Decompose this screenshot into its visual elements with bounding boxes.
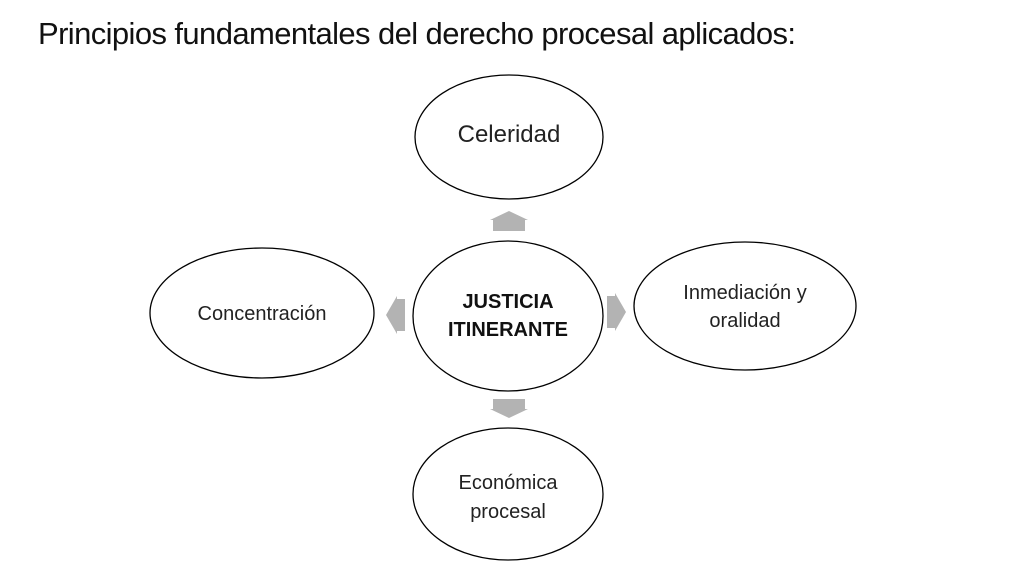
arrow-down [490,399,528,418]
slide-title: Principios fundamentales del derecho pro… [38,16,796,51]
center-line2: ITINERANTE [448,319,568,341]
node-concentracion: Concentración [149,247,375,379]
arrow-right [607,293,626,331]
node-inmediacion-line2: oralidad [709,310,780,332]
node-economica-procesal: Económica procesal [412,427,604,561]
node-economica-line2: procesal [470,501,546,523]
node-celeridad: Celeridad [414,74,604,200]
node-concentracion-label: Concentración [198,303,327,325]
node-inmediacion-oralidad: Inmediación y oralidad [633,241,857,371]
node-celeridad-label: Celeridad [458,121,561,148]
arrow-up [490,211,528,231]
node-inmediacion-line1: Inmediación y [683,282,806,304]
node-economica-line1: Económica [459,472,559,494]
node-justicia-itinerante: JUSTICIA ITINERANTE [412,240,604,392]
center-line1: JUSTICIA [462,291,553,313]
arrow-left [386,296,405,334]
